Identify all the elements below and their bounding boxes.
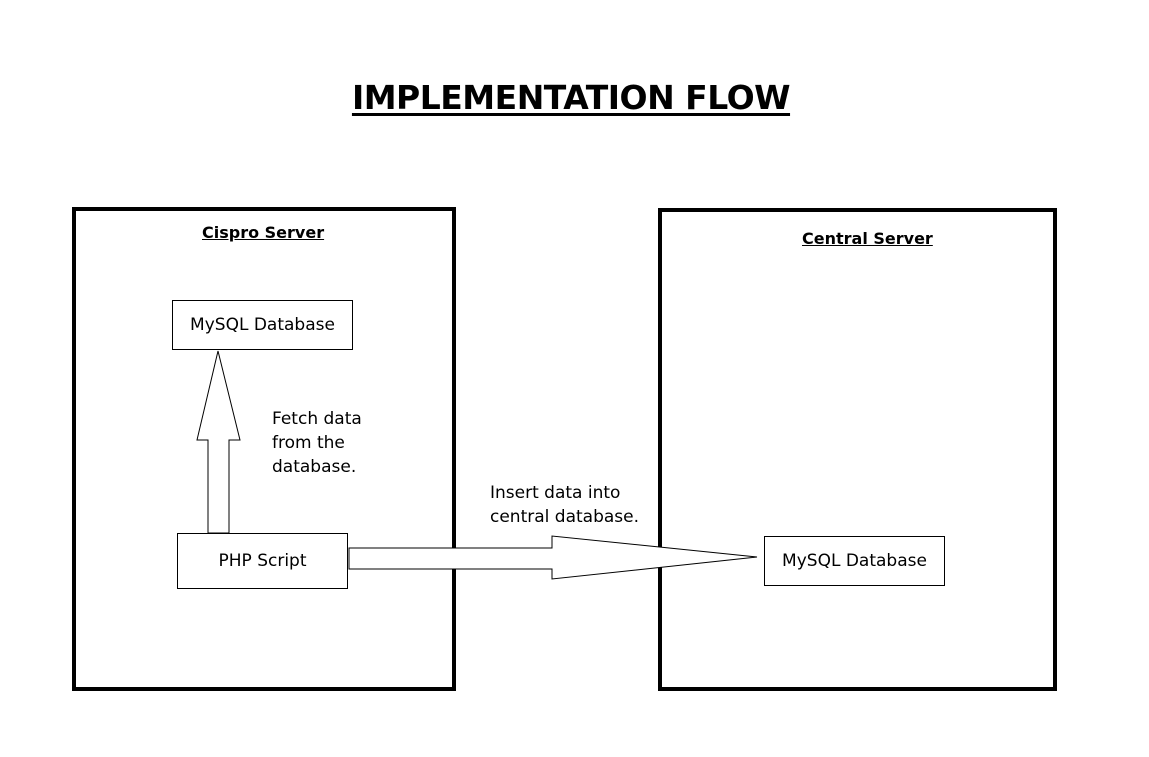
central-server-container — [658, 208, 1057, 691]
cispro-server-container — [72, 207, 456, 691]
fetch-arrow — [196, 350, 241, 534]
insert-arrow — [348, 535, 758, 580]
php-script-node: PHP Script — [177, 533, 348, 589]
insert-data-label: Insert data into central database. — [490, 483, 639, 527]
central-server-label: Central Server — [802, 229, 933, 248]
cispro-server-label: Cispro Server — [202, 223, 325, 242]
cispro-mysql-database-node: MySQL Database — [172, 300, 353, 350]
central-mysql-database-node: MySQL Database — [764, 536, 945, 586]
fetch-data-label: Fetch data from the database. — [272, 409, 362, 477]
page-title: IMPLEMENTATION FLOW — [351, 78, 791, 117]
